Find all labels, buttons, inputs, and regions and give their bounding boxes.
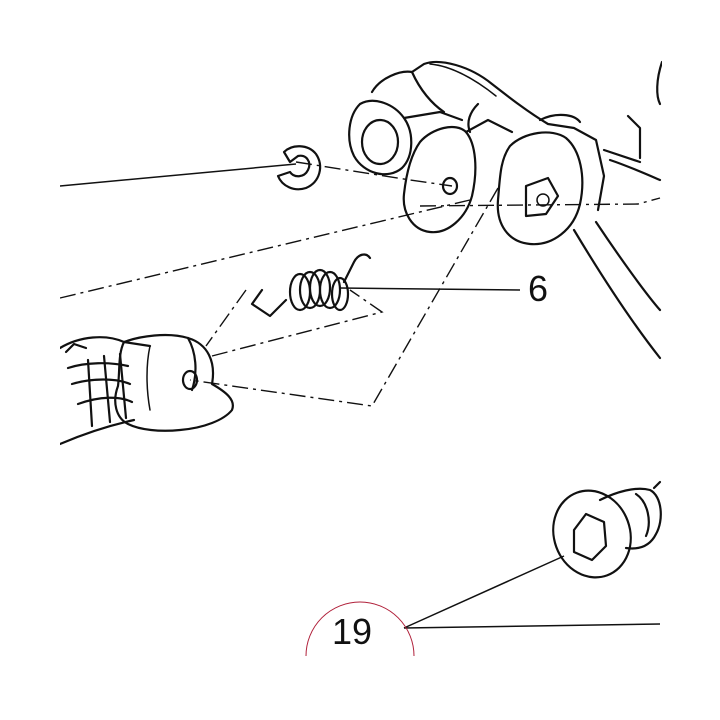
callout-highlight-19 (305, 601, 415, 657)
footpeg (58, 333, 234, 446)
pivot-bolt (552, 480, 662, 579)
hex-socket-icon (572, 512, 608, 562)
lower-margin (0, 660, 720, 720)
clevis-hole-left (441, 176, 459, 196)
left-margin (0, 0, 60, 720)
torsion-spring (250, 253, 372, 318)
assembly-axes (59, 161, 661, 407)
footrest-bracket (348, 60, 664, 360)
leader-lines (59, 163, 661, 629)
boss-hole (360, 118, 400, 166)
footpeg-pivot-hole (181, 369, 199, 391)
callout-label-spring: 6 (528, 268, 548, 309)
circlip-washer (276, 145, 322, 191)
callout-label-bolt: 19 (332, 611, 372, 652)
clevis-slot-right (524, 176, 560, 218)
right-margin (662, 0, 720, 720)
